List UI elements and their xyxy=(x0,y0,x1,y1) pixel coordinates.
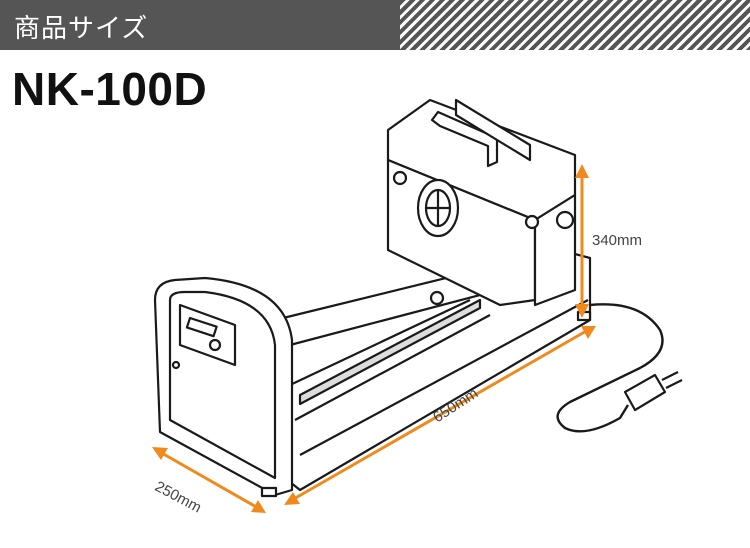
width-arrow-head-left xyxy=(152,447,168,460)
height-arrow-head-bottom xyxy=(575,304,589,318)
power-plug xyxy=(623,373,667,412)
header-stripes xyxy=(400,0,750,50)
height-arrow-head-top xyxy=(575,164,589,178)
model-name: NK-100D xyxy=(12,63,208,115)
power-cord xyxy=(556,303,664,433)
height-dimension-label: 340mm xyxy=(592,232,643,249)
length-arrow-head-left xyxy=(284,492,300,505)
header-title: 商品サイズ xyxy=(14,14,149,44)
width-arrow-head-right xyxy=(251,500,266,513)
rail-groove xyxy=(298,298,482,406)
length-arrow-line xyxy=(291,328,589,502)
length-arrow-head-right xyxy=(581,326,596,339)
width-arrow-line xyxy=(159,450,259,510)
